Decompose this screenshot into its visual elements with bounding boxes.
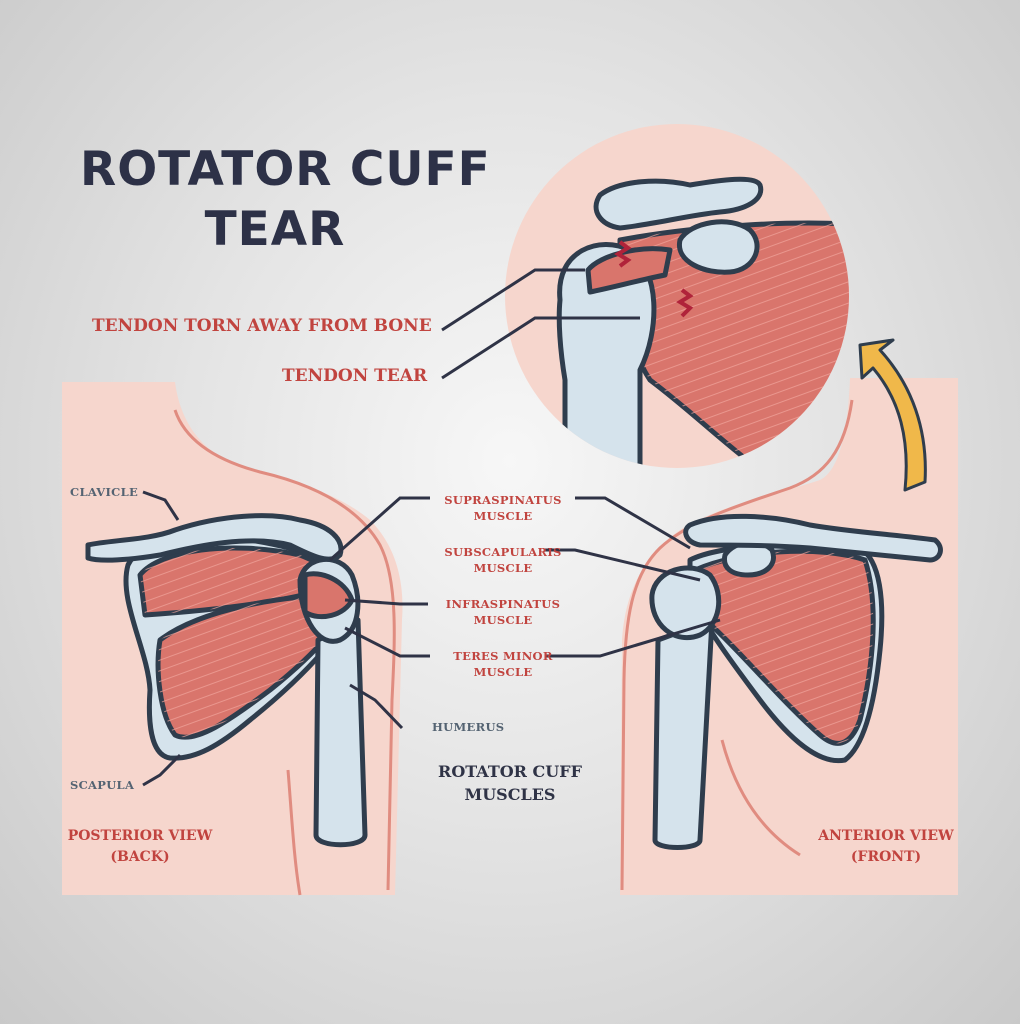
tear-mark-1 bbox=[614, 240, 632, 268]
anterior-view-label: ANTERIOR VIEW (FRONT) bbox=[818, 828, 954, 865]
anterior-shoulder bbox=[649, 513, 943, 850]
tendon-tear-label: TENDON TEAR bbox=[282, 366, 428, 386]
humerus-label: HUMERUS bbox=[432, 720, 505, 734]
clavicle-label: CLAVICLE bbox=[70, 485, 139, 499]
zoom-detail bbox=[505, 124, 849, 468]
infraspinatus-label: INFRASPINATUS MUSCLE bbox=[445, 597, 561, 627]
subscapularis-label: SUBSCAPULARIS MUSCLE bbox=[444, 545, 562, 575]
page-title-line2: TEAR bbox=[204, 202, 346, 257]
page-title: ROTATOR CUFF TEAR bbox=[80, 140, 491, 260]
tear-mark-2 bbox=[676, 288, 694, 318]
teres-minor-label: TERES MINOR MUSCLE bbox=[453, 649, 553, 679]
posterior-view-label: POSTERIOR VIEW (BACK) bbox=[67, 828, 213, 865]
zoom-arrow bbox=[858, 338, 927, 492]
rotator-cuff-muscles-caption: ROTATOR CUFF MUSCLES bbox=[438, 762, 582, 804]
tendon-torn-label: TENDON TORN AWAY FROM BONE bbox=[92, 316, 432, 336]
page-title-line1: ROTATOR CUFF bbox=[80, 142, 491, 197]
leader-lines bbox=[142, 268, 721, 787]
posterior-shoulder bbox=[85, 513, 368, 848]
supraspinatus-label: SUPRASPINATUS MUSCLE bbox=[444, 493, 562, 523]
scapula-label: SCAPULA bbox=[70, 778, 135, 792]
